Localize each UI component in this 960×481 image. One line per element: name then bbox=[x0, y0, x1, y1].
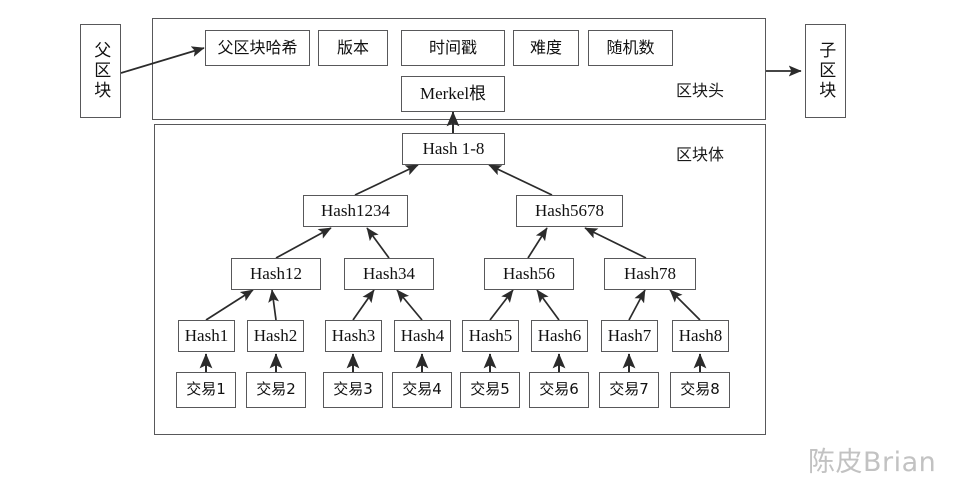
header-field-prev-hash-label: 父区块哈希 bbox=[217, 37, 298, 57]
merkle-leaf-hash6[interactable]: Hash6 bbox=[531, 320, 588, 352]
merkle-leaf-hash1-label: Hash1 bbox=[184, 326, 229, 346]
transaction-box-8-label: 交易8 bbox=[680, 380, 720, 399]
merkle-node-hash1234[interactable]: Hash1234 bbox=[303, 195, 408, 227]
merkle-node-hash56-label: Hash56 bbox=[503, 264, 555, 284]
merkle-node-hash34-label: Hash34 bbox=[363, 264, 415, 284]
merkle-leaf-hash3-label: Hash3 bbox=[331, 326, 376, 346]
header-field-merkle-root-label: Merkel根 bbox=[419, 84, 487, 104]
merkle-leaf-hash2[interactable]: Hash2 bbox=[247, 320, 304, 352]
merkle-leaf-hash2-label: Hash2 bbox=[253, 326, 298, 346]
block-body-section-label: 区块体 bbox=[676, 145, 725, 164]
watermark-text: 陈皮Brian bbox=[808, 447, 937, 478]
transaction-box-1[interactable]: 交易1 bbox=[176, 372, 236, 408]
transaction-box-6[interactable]: 交易6 bbox=[529, 372, 589, 408]
transaction-box-2-label: 交易2 bbox=[256, 380, 296, 399]
merkle-leaf-hash3[interactable]: Hash3 bbox=[325, 320, 382, 352]
header-field-difficulty-label: 难度 bbox=[529, 37, 562, 57]
merkle-leaf-hash8-label: Hash8 bbox=[678, 326, 723, 346]
merkle-leaf-hash4[interactable]: Hash4 bbox=[394, 320, 451, 352]
merkle-node-hash78[interactable]: Hash78 bbox=[604, 258, 696, 290]
header-field-nonce[interactable]: 随机数 bbox=[588, 30, 673, 66]
merkle-node-hash1234-label: Hash1234 bbox=[321, 201, 390, 221]
merkle-leaf-hash6-label: Hash6 bbox=[537, 326, 582, 346]
header-field-prev-hash[interactable]: 父区块哈希 bbox=[205, 30, 310, 66]
transaction-box-3-label: 交易3 bbox=[333, 380, 373, 399]
transaction-box-5-label: 交易5 bbox=[470, 380, 510, 399]
merkle-node-hash56[interactable]: Hash56 bbox=[484, 258, 574, 290]
parent-block-box[interactable]: 父区块 bbox=[80, 24, 121, 118]
header-field-nonce-label: 随机数 bbox=[606, 37, 655, 57]
transaction-box-5[interactable]: 交易5 bbox=[460, 372, 520, 408]
header-field-version-label: 版本 bbox=[336, 37, 369, 57]
header-field-merkle-root[interactable]: Merkel根 bbox=[401, 76, 505, 112]
merkle-leaf-hash7-label: Hash7 bbox=[607, 326, 652, 346]
merkle-node-hash5678-label: Hash5678 bbox=[535, 201, 604, 221]
transaction-box-4-label: 交易4 bbox=[402, 380, 442, 399]
merkle-leaf-hash5-label: Hash5 bbox=[468, 326, 513, 346]
transaction-box-7[interactable]: 交易7 bbox=[599, 372, 659, 408]
header-field-version[interactable]: 版本 bbox=[318, 30, 388, 66]
merkle-leaf-hash8[interactable]: Hash8 bbox=[672, 320, 729, 352]
merkle-node-hash12[interactable]: Hash12 bbox=[231, 258, 321, 290]
merkle-node-root-label: Hash 1-8 bbox=[422, 139, 485, 159]
merkle-node-root[interactable]: Hash 1-8 bbox=[402, 133, 505, 165]
transaction-box-2[interactable]: 交易2 bbox=[246, 372, 306, 408]
merkle-leaf-hash7[interactable]: Hash7 bbox=[601, 320, 658, 352]
parent-block-label: 父区块 bbox=[91, 41, 111, 101]
transaction-box-8[interactable]: 交易8 bbox=[670, 372, 730, 408]
merkle-leaf-hash4-label: Hash4 bbox=[400, 326, 445, 346]
transaction-box-4[interactable]: 交易4 bbox=[392, 372, 452, 408]
merkle-leaf-hash1[interactable]: Hash1 bbox=[178, 320, 235, 352]
merkle-node-hash34[interactable]: Hash34 bbox=[344, 258, 434, 290]
merkle-node-hash78-label: Hash78 bbox=[624, 264, 676, 284]
header-field-difficulty[interactable]: 难度 bbox=[513, 30, 579, 66]
child-block-label: 子区块 bbox=[816, 41, 836, 101]
transaction-box-7-label: 交易7 bbox=[609, 380, 649, 399]
merkle-leaf-hash5[interactable]: Hash5 bbox=[462, 320, 519, 352]
header-field-timestamp-label: 时间戳 bbox=[428, 37, 477, 57]
transaction-box-1-label: 交易1 bbox=[186, 380, 226, 399]
block-header-section-label: 区块头 bbox=[676, 81, 725, 100]
transaction-box-6-label: 交易6 bbox=[539, 380, 579, 399]
transaction-box-3[interactable]: 交易3 bbox=[323, 372, 383, 408]
merkle-node-hash5678[interactable]: Hash5678 bbox=[516, 195, 623, 227]
child-block-box[interactable]: 子区块 bbox=[805, 24, 846, 118]
header-field-timestamp[interactable]: 时间戳 bbox=[401, 30, 505, 66]
merkle-node-hash12-label: Hash12 bbox=[250, 264, 302, 284]
